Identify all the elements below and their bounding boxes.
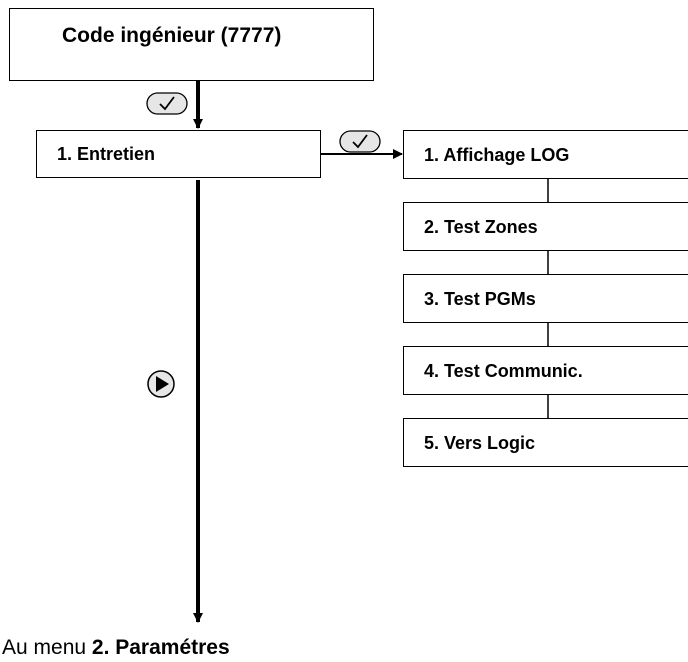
submenu-item-label: 2. Test Zones: [424, 217, 538, 237]
submenu-item: 5. Vers Logic: [403, 418, 688, 467]
play-icon: [147, 370, 175, 398]
main-box-label: 1. Entretien: [57, 144, 156, 164]
checkmark-icon: [146, 92, 188, 115]
caption: Au menu 2. Paramétres: [2, 636, 230, 660]
submenu-item: 2. Test Zones: [403, 202, 688, 251]
submenu-item: 3. Test PGMs: [403, 274, 688, 323]
header-box: Code ingénieur (7777): [9, 8, 374, 81]
header-box-label: Code ingénieur (7777): [62, 24, 282, 47]
submenu-item-label: 5. Vers Logic: [424, 433, 536, 453]
submenu-item: 4. Test Communic.: [403, 346, 688, 395]
caption-prefix: Au menu: [2, 636, 92, 659]
main-box: 1. Entretien: [36, 130, 321, 178]
submenu-item-label: 3. Test PGMs: [424, 289, 536, 309]
caption-target: 2. Paramétres: [91, 636, 230, 659]
submenu-item-label: 1. Affichage LOG: [424, 145, 570, 165]
submenu-item: 1. Affichage LOG: [403, 130, 688, 179]
submenu-item-label: 4. Test Communic.: [424, 361, 583, 381]
checkmark-icon: [339, 130, 381, 153]
